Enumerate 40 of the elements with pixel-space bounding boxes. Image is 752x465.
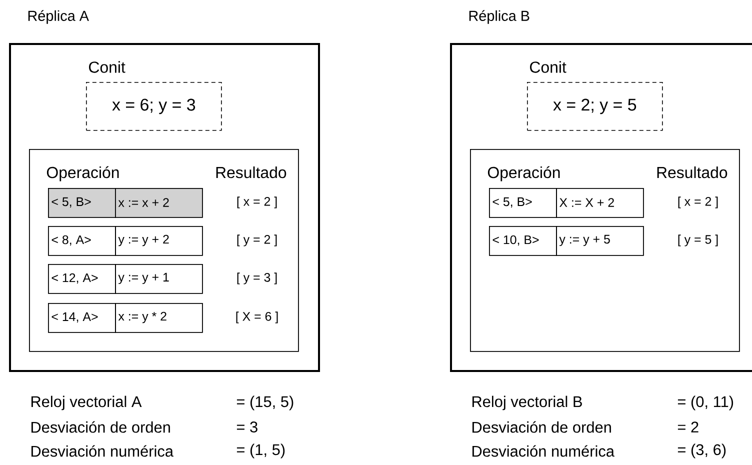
metric-value: = (0, 11) (678, 396, 734, 410)
cell-text: < 8, A> (52, 235, 91, 246)
result-text: [ y = 2 ] (237, 234, 277, 246)
cell-text: < 10, B> (492, 235, 539, 246)
metric-value: = (3, 6) (678, 444, 726, 458)
cell-text: y := y + 2 (118, 234, 169, 246)
metric-name: Desviación de orden (31, 421, 170, 433)
metric-name: Desviación de orden (472, 421, 611, 433)
cell-text: y := y + 5 (559, 234, 610, 246)
metric-value: = (15, 5) (236, 396, 294, 410)
metric-name: Reloj vectorial A (31, 396, 142, 410)
metric-name: Desviación numérica (472, 445, 614, 457)
cell-text: < 12, A> (52, 273, 98, 284)
replica-heading: Réplica B (469, 10, 530, 24)
column-header: Resultado (657, 166, 728, 178)
replica-heading: Réplica A (28, 10, 89, 24)
metric-value: = 3 (236, 422, 258, 432)
result-text: [ x = 2 ] (678, 196, 718, 208)
cell-text: < 5, B> (52, 197, 91, 208)
conit-box: x = 6; y = 3 (86, 82, 222, 131)
result-text: [ y = 3 ] (237, 272, 277, 284)
column-header: Operación (488, 166, 560, 182)
result-text: [ x = 2 ] (237, 196, 277, 208)
conit-heading: Conit (530, 61, 566, 73)
metric-name: Reloj vectorial B (472, 396, 582, 410)
column-header: Operación (46, 166, 119, 182)
metric-value: = (1, 5) (236, 444, 285, 458)
result-text: [ y = 5 ] (678, 234, 718, 246)
cell-text: < 5, B> (492, 197, 532, 208)
cell-text: X := X + 2 (559, 198, 614, 207)
conit-heading: Conit (89, 61, 126, 73)
column-header: Resultado (216, 166, 286, 178)
result-text: [ X = 6 ] (236, 312, 278, 324)
cell-text: y := y + 1 (118, 272, 169, 284)
cell-text: x := y * 2 (118, 312, 166, 324)
conit-box: x = 2; y = 5 (527, 82, 663, 131)
metric-value: = 2 (678, 422, 698, 432)
cell-text: x := x + 2 (118, 198, 169, 207)
cell-text: < 14, A> (52, 312, 98, 323)
metric-name: Desviación numérica (31, 445, 174, 457)
